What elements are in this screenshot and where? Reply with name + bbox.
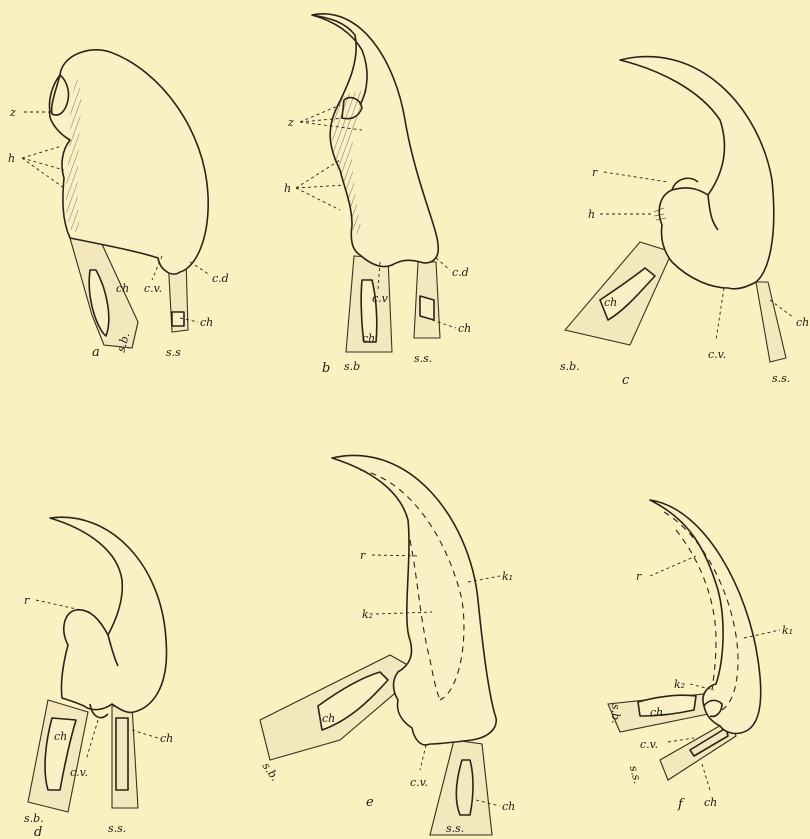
panel-f-label-k2: k₂	[674, 678, 685, 691]
panel-e-label-ss: s.s.	[446, 822, 464, 835]
panel-a-label-ch: ch	[116, 282, 129, 295]
panel-e-label-sb: s.b.	[260, 760, 282, 784]
panel-f-letter: f	[677, 797, 685, 812]
panel-e-label-r: r	[360, 549, 366, 562]
panel-d-label-ch: ch	[54, 730, 67, 743]
panel-c-label-ss: s.s.	[772, 372, 790, 385]
panel-f-label-ss: s.s.	[627, 764, 644, 785]
panel-f: r k₁ k₂ ch c.v. ch s.b. s.s. f	[608, 500, 793, 812]
panel-b-label-cv: c.v	[372, 292, 389, 305]
panel-c-label-cv: c.v.	[708, 348, 726, 361]
panel-d-label-sb: s.b.	[24, 812, 44, 825]
panel-c-letter: c	[622, 373, 630, 388]
panel-a-label-h: h	[8, 152, 15, 165]
panel-b-letter: b	[322, 361, 330, 376]
panel-d-label-cv: c.v.	[70, 766, 88, 779]
panel-a: z h ch c.v. c.d ch s.b. s.s a	[8, 50, 229, 360]
panel-b-label-h: h	[284, 182, 291, 195]
panel-f-label-r: r	[636, 570, 642, 583]
panel-e-label-k1: k₁	[502, 570, 513, 583]
panel-f-label-k1: k₁	[782, 624, 793, 637]
panel-b-label-sb: s.b	[344, 360, 360, 373]
panel-b-claw-outline	[312, 14, 438, 267]
panel-a-letter: a	[92, 345, 100, 360]
panel-e-label-k2: k₂	[362, 608, 373, 621]
panel-a-label-ch-2: ch	[200, 316, 213, 329]
panel-c-label-ch: ch	[604, 296, 617, 309]
panel-b-label-cd: c.d	[452, 266, 469, 279]
panel-c-label-h: h	[588, 208, 595, 221]
panel-c: r h ch c.v. ch s.b. s.s. c	[560, 57, 809, 388]
panel-b-label-ch-2: ch	[458, 322, 471, 335]
panel-e-letter: e	[366, 795, 374, 810]
panel-a-label-cd: c.d	[212, 272, 229, 285]
panel-e-label-ch: ch	[322, 712, 335, 725]
panel-c-tendon-right	[756, 282, 786, 362]
panel-f-label-ch-2: ch	[704, 796, 717, 809]
panel-d-label-ss: s.s.	[108, 822, 126, 835]
panel-a-label-ss: s.s	[166, 346, 181, 359]
panel-d-label-ch-2: ch	[160, 732, 173, 745]
panel-e-label-ch-2: ch	[502, 800, 515, 813]
panel-f-label-ch: ch	[650, 706, 663, 719]
panel-e-label-cv: c.v.	[410, 776, 428, 789]
panel-f-label-sb: s.b.	[609, 704, 622, 724]
panel-d-letter: d	[34, 825, 42, 839]
panel-d-label-r: r	[24, 594, 30, 607]
panel-f-label-cv: c.v.	[640, 738, 658, 751]
panel-d-claw-outline	[50, 517, 167, 712]
panel-a-label-z: z	[9, 106, 16, 119]
panel-c-label-r: r	[592, 166, 598, 179]
panel-c-label-ch-2: ch	[796, 316, 809, 329]
panel-b-label-z: z	[287, 116, 294, 129]
panel-d: r ch c.v. ch s.b. s.s. d	[24, 517, 173, 839]
panel-a-label-cv: c.v.	[144, 282, 162, 295]
panel-b-label-ch: ch	[362, 332, 375, 345]
panel-e: r k₂ k₁ ch c.v. ch s.b. s.s. e	[260, 455, 516, 835]
panel-b-label-ss: s.s.	[414, 352, 432, 365]
panel-c-label-sb: s.b.	[560, 360, 580, 373]
panel-b: z h ch c.v c.d ch s.b s.s. b	[284, 14, 471, 376]
